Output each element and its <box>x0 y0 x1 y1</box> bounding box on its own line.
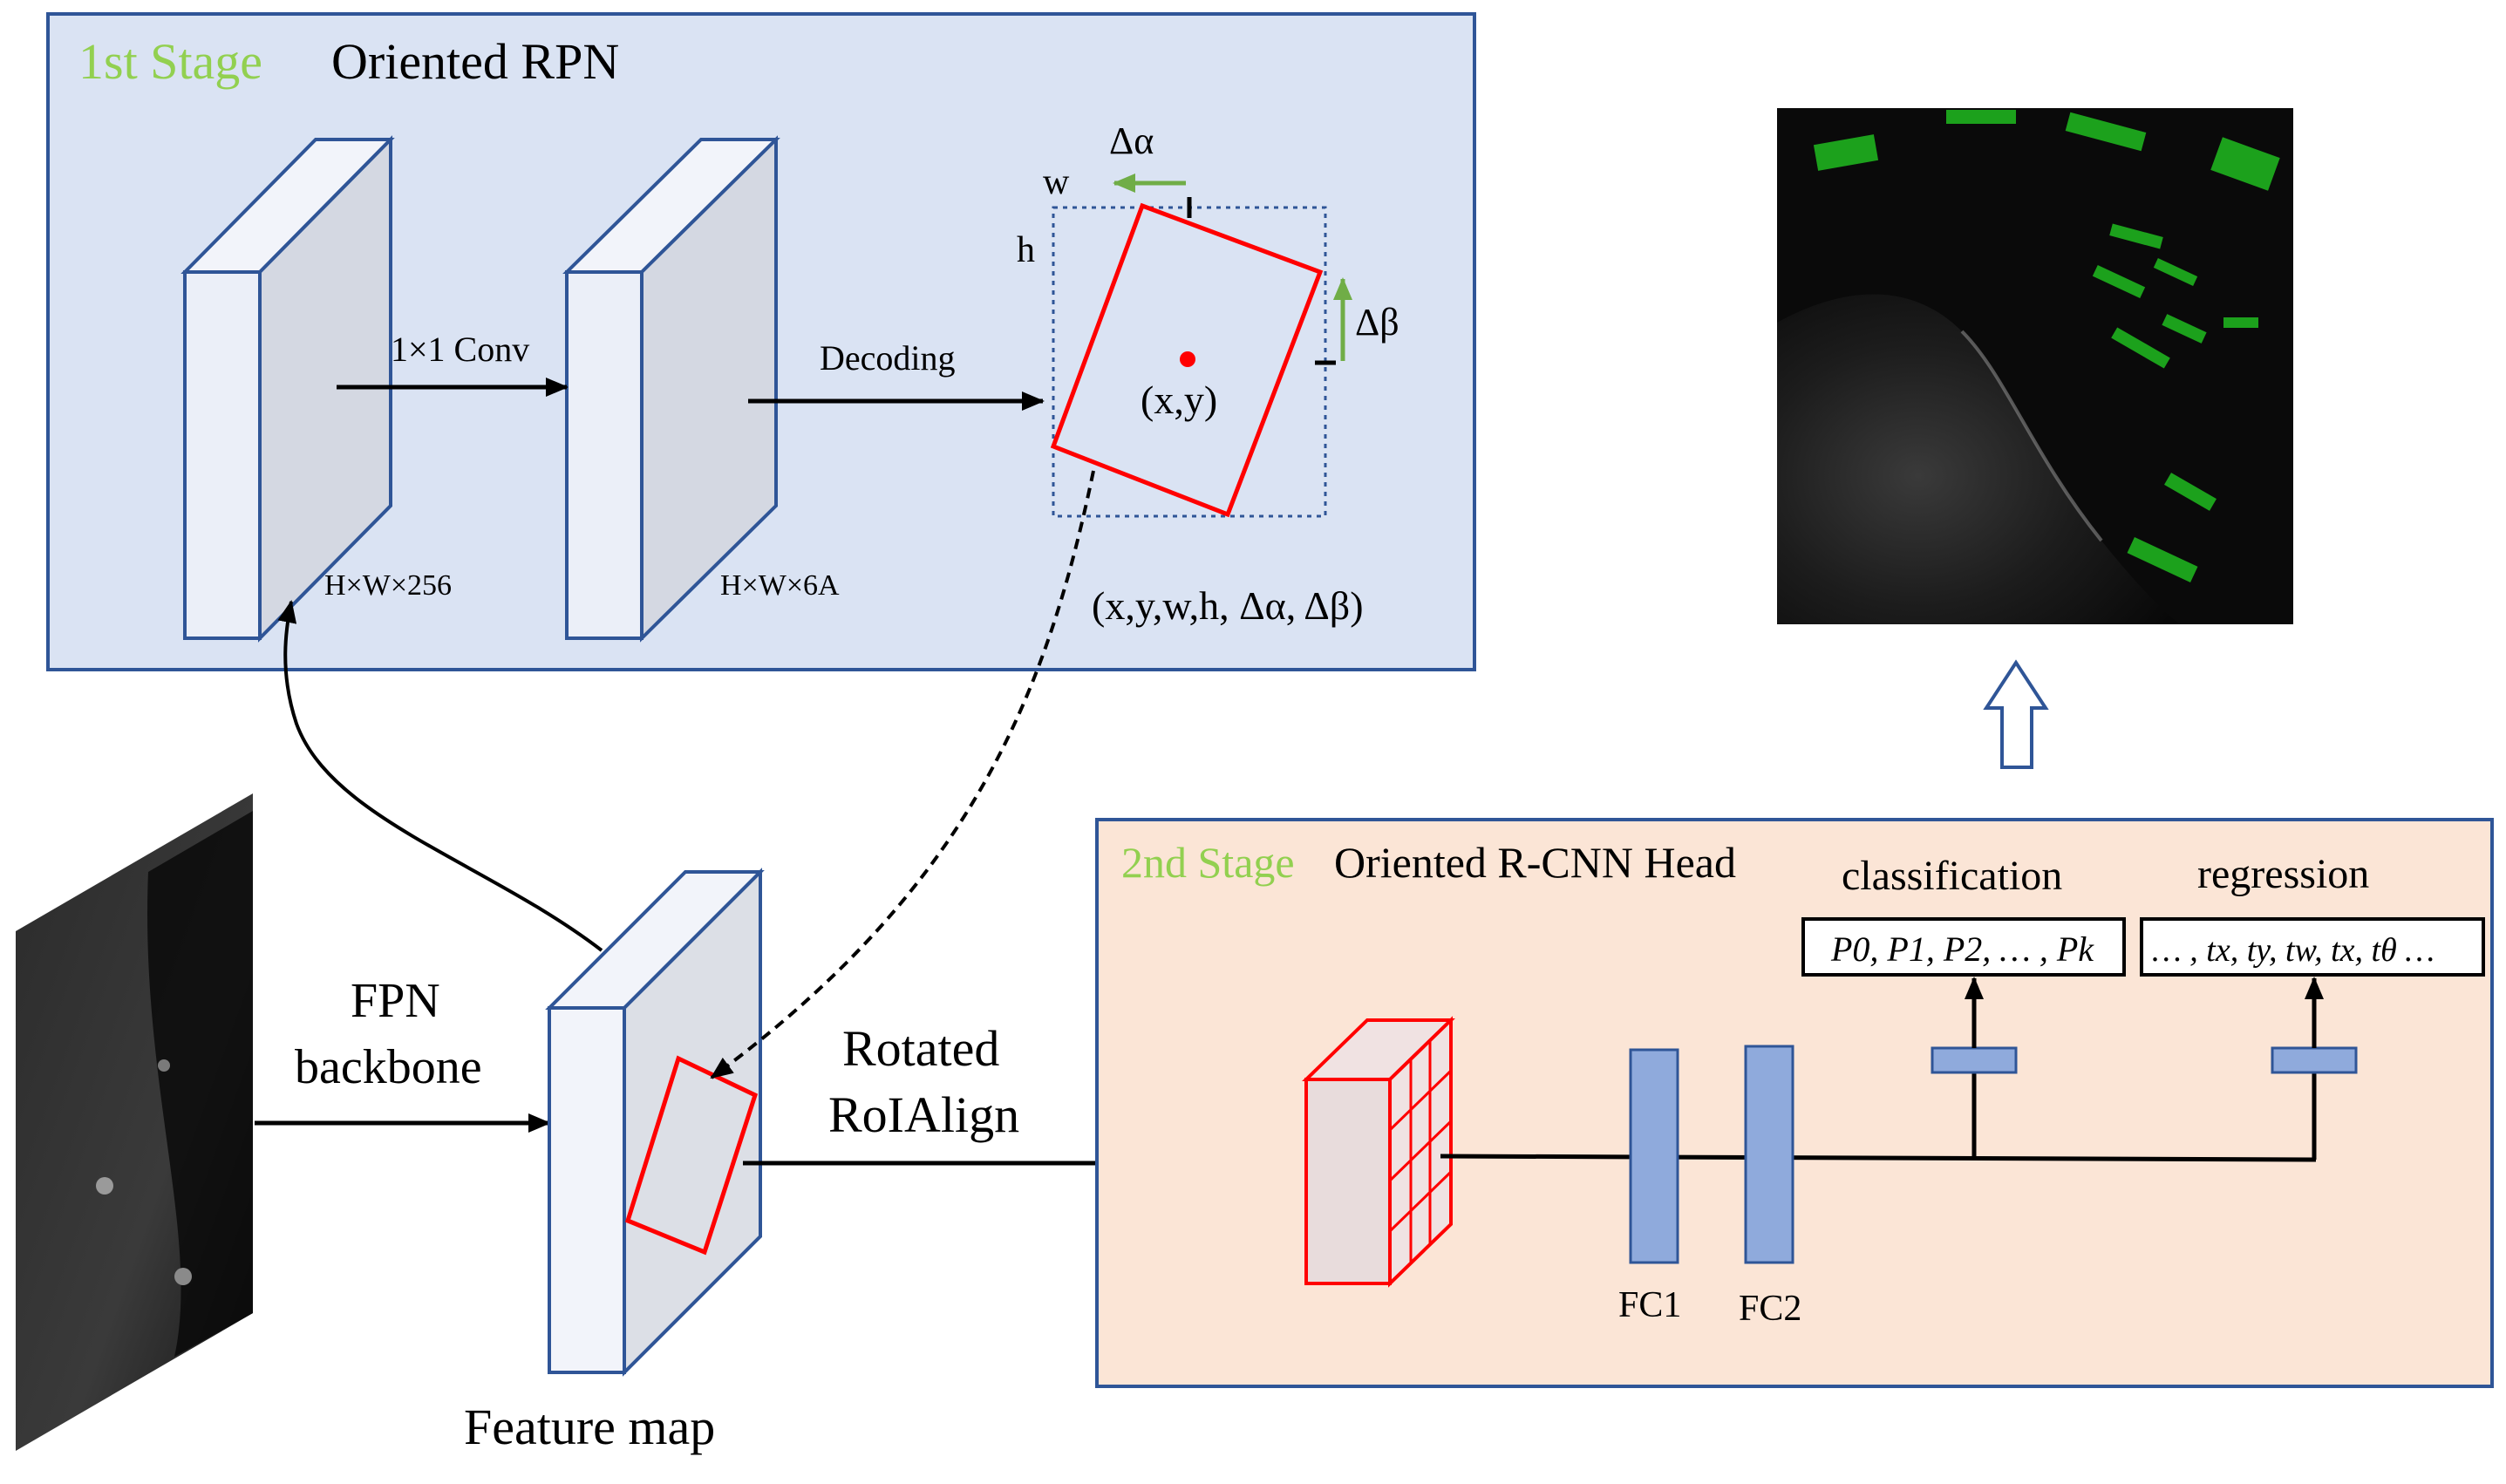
result-image-coast <box>1960 330 2103 542</box>
stage2-panel: 2nd Stage Oriented R-CNN Head FC1 FC2 cl… <box>1095 818 2494 1388</box>
fc2-label: FC2 <box>1739 1289 1801 1329</box>
detection-result-image <box>1777 108 2293 624</box>
oriented-box-illustration: (x,y) w h Δα Δβ <box>1017 119 1399 518</box>
detection-mark <box>2065 112 2147 152</box>
box-width-label: w <box>1043 162 1070 202</box>
roi-cube-grid <box>1388 1170 1453 1233</box>
roi-cube-grid <box>1388 1120 1453 1182</box>
fc2-layer <box>1744 1045 1794 1264</box>
decoding-label: Decoding <box>820 338 956 378</box>
stage2-title: Oriented R-CNN Head <box>1334 838 1736 887</box>
oriented-proposal-box <box>1050 202 1324 518</box>
output-params-label: (x,y,w,h, Δα, Δβ) <box>1092 583 1364 628</box>
input-image-bright-spot <box>174 1268 192 1285</box>
box-height-label: h <box>1017 230 1035 270</box>
classification-layer <box>1931 1046 2018 1074</box>
detection-mark <box>1946 110 2016 124</box>
input-image-bright-spot <box>96 1177 113 1195</box>
detection-mark <box>2210 137 2280 191</box>
feature-map-label: Feature map <box>464 1399 715 1455</box>
result-image-land <box>1777 294 2180 624</box>
regression-label: regression <box>2197 851 2369 897</box>
block1-dims-label: H×W×256 <box>324 569 452 602</box>
detection-mark <box>2223 317 2258 328</box>
roialign-label-line2: RoIAlign <box>828 1086 1019 1143</box>
detection-mark <box>2111 327 2170 369</box>
input-image-dark-region <box>147 811 253 1357</box>
fc1-layer <box>1629 1048 1679 1264</box>
stage1-stage-label: 1st Stage <box>78 33 262 90</box>
classification-output-box <box>1801 917 2126 977</box>
proposal-to-roi-arrow <box>710 470 1095 1079</box>
delta-alpha-label: Δα <box>1109 119 1154 162</box>
detection-mark <box>2127 537 2198 582</box>
classification-output: P0, P1, P2, … , Pk <box>1830 929 2094 969</box>
conv-label: 1×1 Conv <box>391 330 529 369</box>
feature-block-1 <box>180 135 395 643</box>
feature-block-2 <box>562 135 780 643</box>
classification-label: classification <box>1842 853 2062 899</box>
feature-block-1-front <box>183 270 262 640</box>
block2-dims-label: H×W×6A <box>720 569 840 602</box>
detection-mark <box>2109 223 2163 249</box>
detection-mark <box>2153 257 2198 287</box>
center-label: (x,y) <box>1141 378 1217 422</box>
result-ship-detections <box>1813 110 2280 582</box>
head-main-line <box>1440 1154 2317 1162</box>
stage1-panel: 1st Stage Oriented RPN H×W×256 H×W×6A 1×… <box>46 12 1476 671</box>
feature-block-2-front <box>565 270 644 640</box>
input-sar-image <box>16 793 253 1451</box>
detection-mark <box>2092 264 2146 299</box>
fc1-label: FC1 <box>1618 1285 1681 1325</box>
feature-map-roi <box>624 1055 759 1256</box>
roialign-label-line1: Rotated <box>842 1020 999 1077</box>
roi-cube-grid <box>1388 1069 1453 1132</box>
stage2-stage-label: 2nd Stage <box>1121 838 1295 887</box>
feature-map-front <box>548 1006 626 1374</box>
regression-layer <box>2271 1046 2358 1074</box>
delta-beta-label: Δβ <box>1355 301 1399 344</box>
center-point <box>1180 351 1195 367</box>
detection-mark <box>2164 473 2217 511</box>
detection-mark <box>2162 314 2207 344</box>
roi-cube-front <box>1304 1078 1392 1285</box>
roi-feature-cube <box>1302 1016 1455 1288</box>
fpn-label-line2: backbone <box>295 1040 482 1094</box>
up-hollow-arrow <box>1983 659 2049 769</box>
regression-output: … , tx, ty, tw, tx, tθ … <box>2152 932 2434 969</box>
stage1-title: Oriented RPN <box>331 33 619 90</box>
feature-map-block <box>545 868 765 1377</box>
detection-mark <box>1813 134 1879 171</box>
feature-to-rpn-arrow <box>277 600 603 952</box>
input-image-bright-spot <box>158 1059 170 1072</box>
fpn-label-line1: FPN <box>351 974 440 1028</box>
regression-output-box <box>2140 917 2485 977</box>
